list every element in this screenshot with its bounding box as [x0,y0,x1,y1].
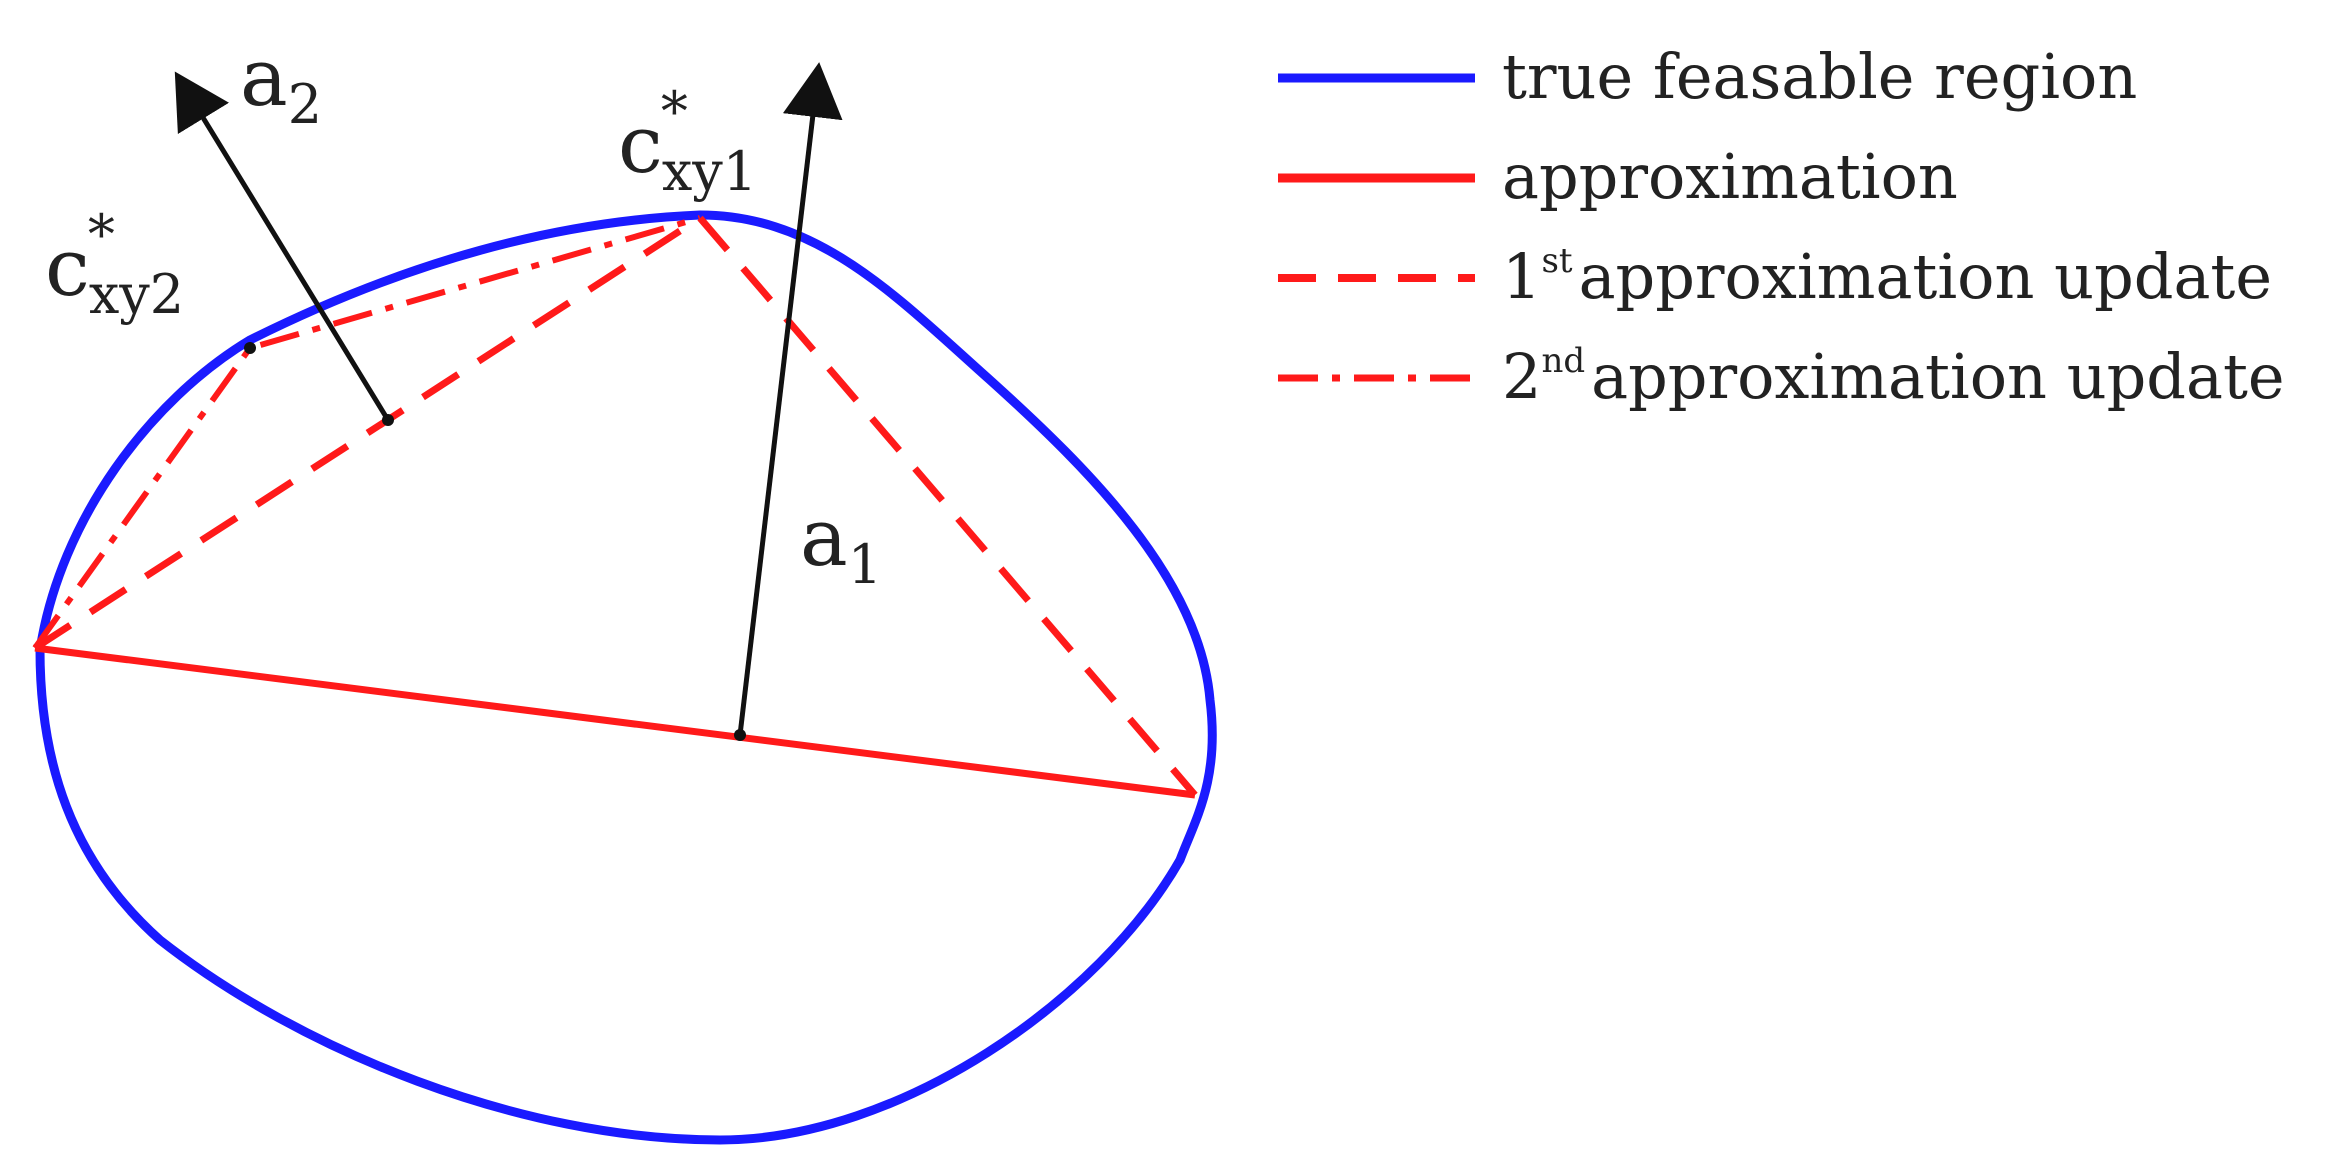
c-xy2-point [244,342,256,354]
vector-a2-arrow [174,71,391,422]
first-update-dashed-line [33,213,1198,798]
legend: true feasable region approximation 1stap… [1278,40,2285,413]
approximation-line [34,644,1196,799]
legend-label-region: true feasable region [1502,40,2137,113]
legend-label-first-update: 1stapproximation update [1502,240,2272,313]
a1-label: a1 [800,491,882,596]
vector-a1-arrow [737,62,843,736]
a1-base-point [734,729,746,741]
true-feasible-region-curve [35,210,1217,1145]
a2-label: a2 [240,31,322,136]
c-xy1-label: c*xy1 [618,80,757,203]
legend-label-second-update: 2ndapproximation update [1502,340,2285,413]
a2-base-point [382,414,394,426]
legend-label-approximation: approximation [1502,140,1958,213]
c-xy2-label: c*xy2 [45,203,184,326]
